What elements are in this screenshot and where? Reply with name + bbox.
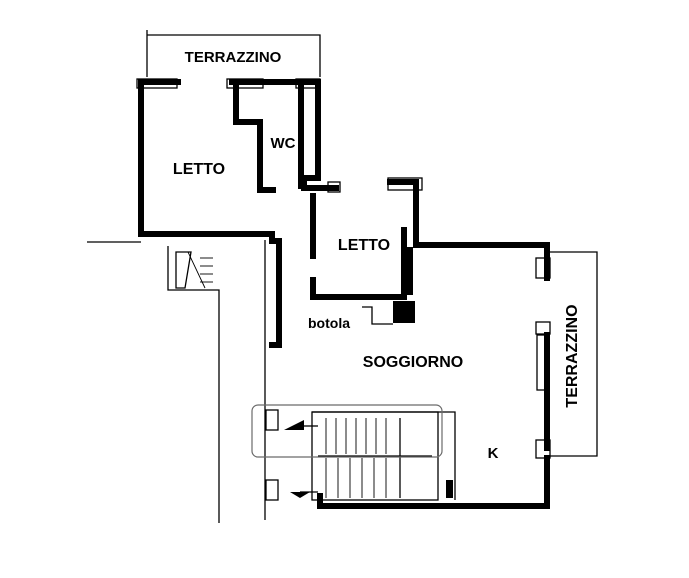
label-terrace-right: TERRAZZINO — [564, 304, 581, 407]
hatch — [362, 301, 415, 325]
building-outline — [87, 240, 266, 523]
interior-walls — [233, 83, 413, 300]
label-living: SOGGIORNO — [363, 354, 463, 371]
wall-details — [136, 78, 551, 501]
label-bathroom: WC — [271, 135, 296, 152]
label-kitchen: K — [488, 445, 499, 462]
stairwell — [284, 411, 456, 501]
terrace-right — [547, 251, 598, 457]
terrace-top — [146, 30, 321, 77]
label-terrace-top: TERRAZZINO — [185, 49, 282, 66]
label-bedroom-left: LETTO — [173, 161, 225, 178]
label-hatch: botola — [308, 315, 350, 331]
label-bedroom-center: LETTO — [338, 237, 390, 254]
watermark — [251, 404, 443, 458]
